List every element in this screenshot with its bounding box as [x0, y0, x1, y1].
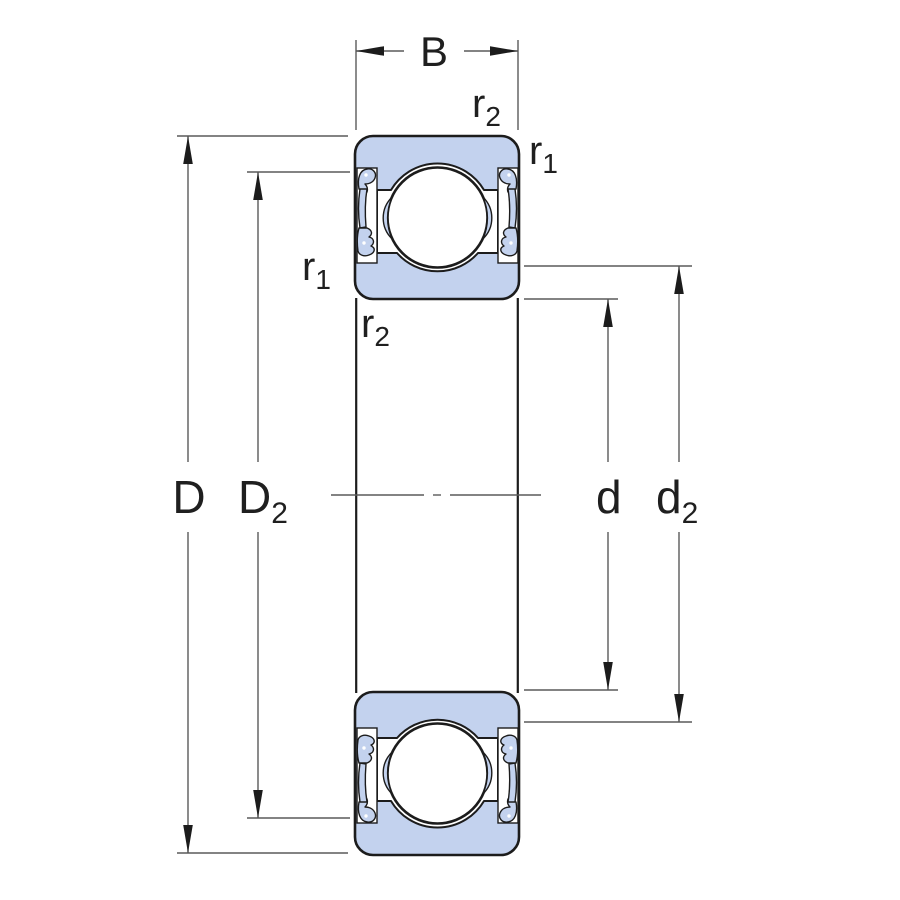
seal-detail-dot: [362, 241, 366, 245]
label-D2: D2: [238, 471, 288, 530]
label-r1-sub: 1: [542, 148, 558, 179]
label-r1-left: r1: [302, 245, 331, 295]
seal-right: [497, 167, 519, 264]
arrowhead-up: [183, 136, 193, 164]
arrowhead-up: [253, 172, 263, 200]
label-r2-top: r2: [472, 82, 501, 132]
label-B-base: B: [420, 28, 448, 75]
arrowhead-down: [253, 790, 263, 818]
label-r2-sub: 2: [374, 321, 390, 352]
label-D2-sub: 2: [271, 497, 288, 530]
label-r1-sub: 1: [315, 264, 331, 295]
arrowhead-down: [183, 825, 193, 853]
label-r2-left: r2: [361, 302, 390, 352]
label-r1-base: r: [302, 245, 315, 289]
ball: [386, 166, 489, 269]
arrowhead-down: [674, 694, 684, 722]
raceway-shoulder-left: [382, 196, 393, 240]
arrowhead-right: [490, 46, 518, 56]
label-d: d: [596, 471, 622, 523]
label-d2-base: d: [656, 471, 682, 523]
seal-detail-dot: [364, 173, 368, 177]
label-d2: d2: [656, 471, 698, 530]
bearing-section-top: [353, 134, 521, 301]
arrowhead-up: [674, 266, 684, 294]
label-r2-base: r: [361, 302, 374, 346]
label-r2-sub: 2: [485, 101, 501, 132]
dimension-D: [177, 135, 348, 854]
label-d-base: d: [596, 471, 622, 523]
raceway-shoulder-right: [482, 196, 493, 240]
bearing-section-bottom: [355, 692, 519, 855]
label-D2-base: D: [238, 471, 271, 523]
dimension-d: [524, 298, 618, 691]
seal-bottom-anchor: [356, 227, 375, 257]
label-r1-right: r1: [529, 129, 558, 179]
dimension-B: [355, 40, 519, 130]
arrowhead-down: [603, 662, 613, 690]
arrowhead-up: [603, 299, 613, 327]
dimension-D2: [247, 171, 350, 819]
label-r2-base: r: [472, 82, 485, 126]
label-d2-sub: 2: [682, 497, 699, 530]
seal-left: [356, 167, 378, 264]
label-r1-base: r: [529, 129, 542, 173]
seal-top-anchor: [357, 168, 377, 193]
dimension-d2: [524, 265, 692, 723]
arrowhead-left: [356, 46, 384, 56]
label-D: D: [172, 471, 205, 523]
label-B: B: [420, 28, 448, 75]
label-D-base: D: [172, 471, 205, 523]
seal-lip: [357, 188, 368, 229]
